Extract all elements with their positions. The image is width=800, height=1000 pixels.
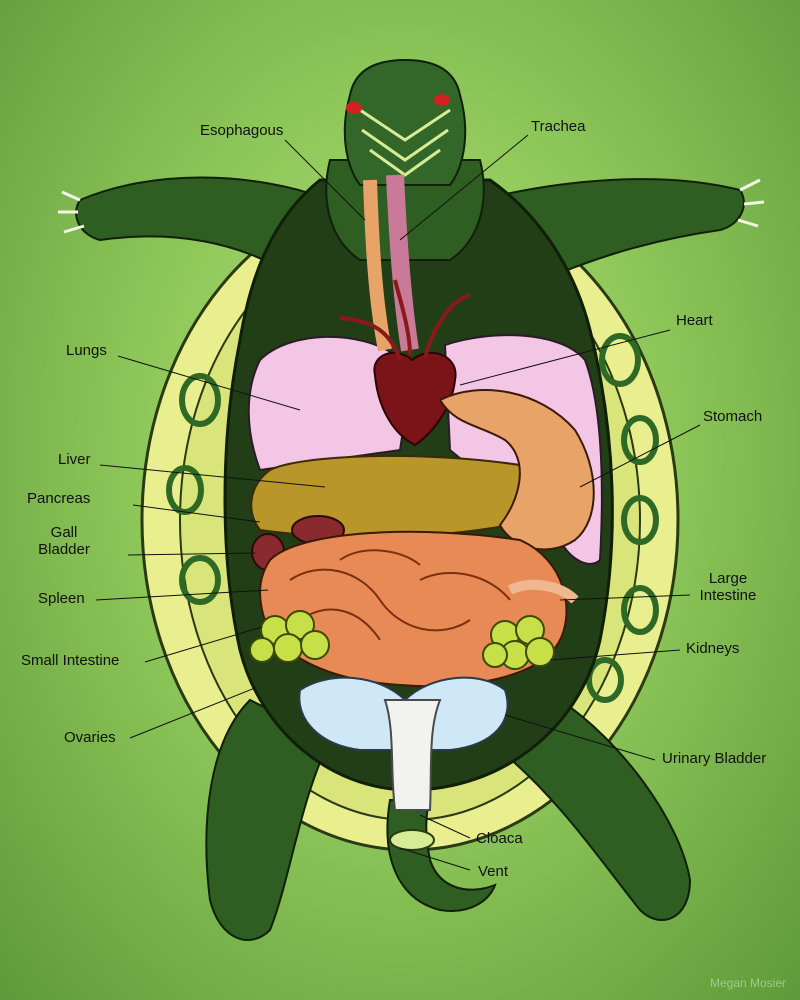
label-heart: Heart bbox=[676, 312, 713, 329]
cloaca bbox=[383, 699, 442, 811]
front-claws bbox=[58, 178, 765, 234]
artist-credit: Megan Mosier bbox=[709, 976, 786, 990]
left-hind-leg bbox=[205, 698, 332, 941]
label-liver: Liver bbox=[58, 451, 91, 468]
stomach bbox=[438, 389, 595, 551]
large-intestine bbox=[507, 579, 579, 604]
label-gall-bladder-line1: Gall bbox=[50, 524, 78, 541]
leader-lines bbox=[95, 134, 701, 871]
label-cloaca: Cloaca bbox=[476, 830, 523, 847]
label-large-intestine-line2: Intestine bbox=[699, 587, 757, 604]
kidneys bbox=[249, 610, 555, 670]
head-stripes bbox=[359, 108, 451, 177]
label-pancreas: Pancreas bbox=[27, 490, 91, 507]
head bbox=[343, 58, 467, 186]
label-gall-bladder: Gall Bladder bbox=[36, 524, 92, 558]
label-trachea: Trachea bbox=[531, 118, 586, 135]
blood-vessels bbox=[339, 279, 471, 361]
label-ovaries: Ovaries bbox=[64, 729, 116, 746]
left-eye-icon bbox=[346, 102, 362, 114]
label-small-intestine: Small Intestine bbox=[21, 652, 120, 669]
label-large-intestine: Large Intestine bbox=[688, 570, 768, 604]
right-hind-leg bbox=[498, 698, 692, 921]
label-large-intestine-line1: Large bbox=[708, 570, 748, 587]
vent bbox=[389, 829, 435, 851]
label-esophagous: Esophagous bbox=[200, 122, 284, 139]
label-gall-bladder-line2: Bladder bbox=[38, 541, 90, 558]
label-lungs: Lungs bbox=[66, 342, 107, 359]
label-vent: Vent bbox=[478, 863, 509, 880]
label-stomach: Stomach bbox=[703, 408, 763, 425]
label-spleen: Spleen bbox=[38, 590, 85, 607]
right-eye-icon bbox=[434, 94, 450, 106]
label-urinary-bladder: Urinary Bladder bbox=[662, 750, 767, 767]
label-kidneys: Kidneys bbox=[686, 640, 740, 657]
scute-markings bbox=[166, 333, 659, 703]
